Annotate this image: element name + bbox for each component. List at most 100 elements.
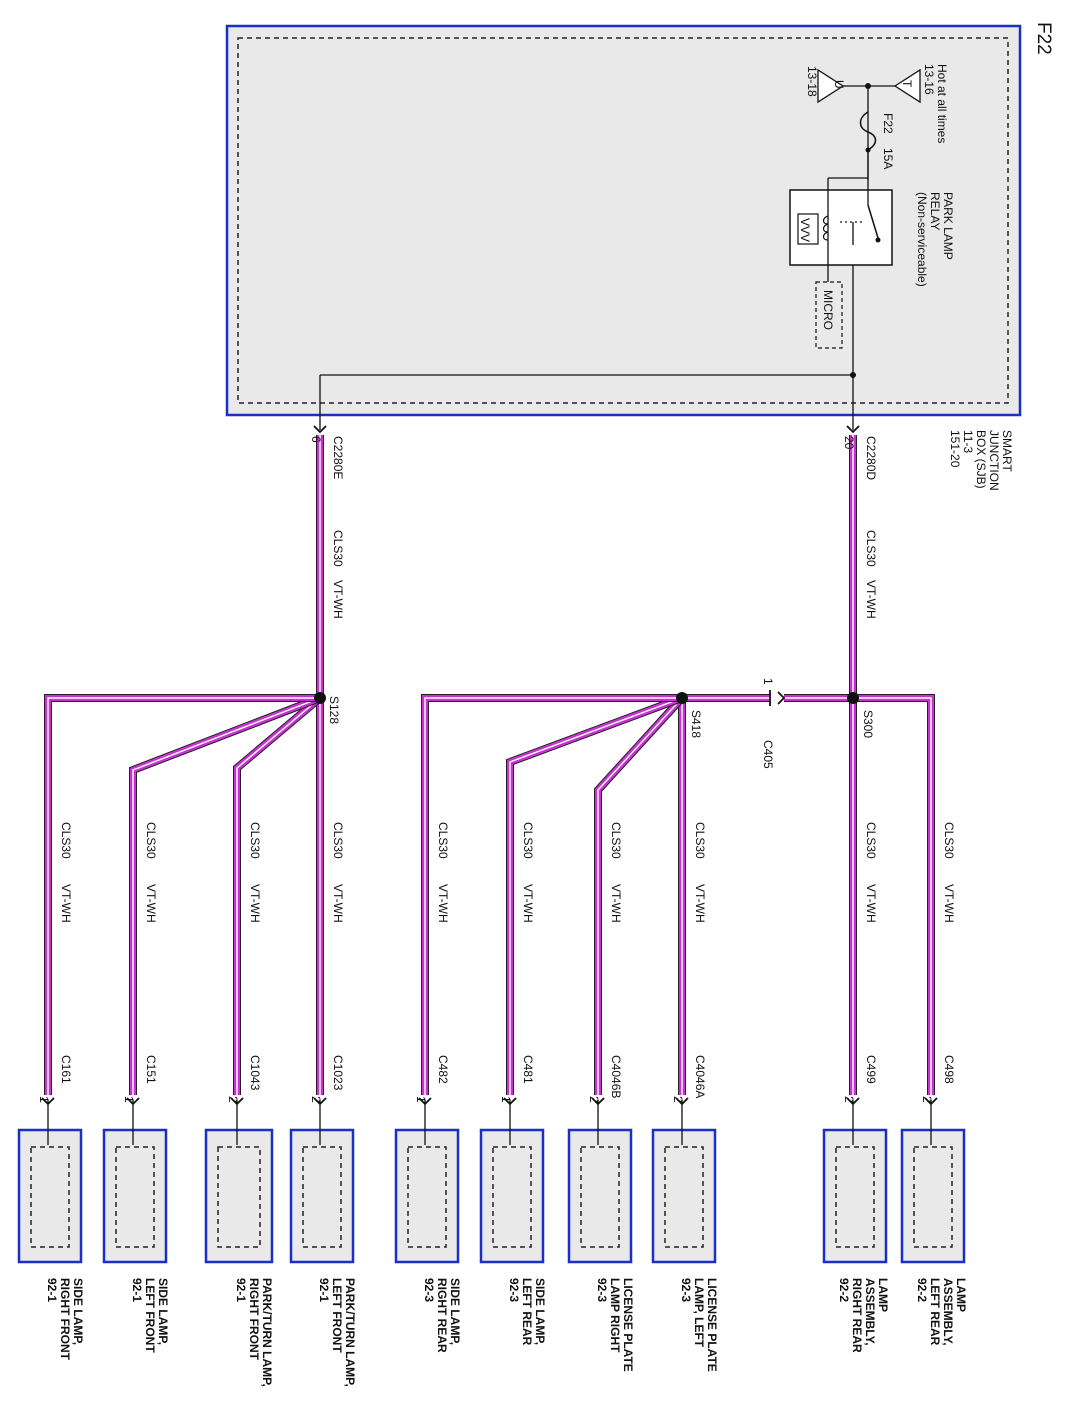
component-inner-dashed-c1023 <box>302 1146 342 1248</box>
component-box-c498 <box>900 1128 966 1264</box>
branch-wire-c161-outline <box>44 694 320 1095</box>
micro-label: MICRO <box>821 290 835 330</box>
connector-pin-icon-c498 <box>924 1097 938 1106</box>
branch-pin-label: 1 <box>37 1096 51 1103</box>
hot-label-line: Hot at all times <box>935 64 949 143</box>
branch-wire-c151 <box>130 695 322 1095</box>
component-label-line: 92-3 <box>679 1278 693 1302</box>
splice-label-s418: S418 <box>689 710 703 738</box>
sjb-connector-name: C2280E <box>331 436 345 479</box>
component-label-line: RIGHT REAR <box>850 1278 864 1353</box>
hot-label-line: 13-16 <box>922 64 936 95</box>
sjb-name-line: SMART <box>1000 430 1014 472</box>
component-box-c161 <box>17 1128 83 1264</box>
component-inner-dashed-c4046b <box>580 1146 620 1248</box>
branch-circuit-label: CLS30 <box>521 822 535 859</box>
component-box-c482 <box>394 1128 460 1264</box>
branch-pin-label: 2 <box>842 1096 856 1103</box>
sjb-name-line: JUNCTION <box>987 430 1001 491</box>
component-label-line: LAMP, LEFT <box>692 1278 706 1348</box>
connector-pin-icon-c4046a <box>675 1097 689 1106</box>
component-inner-dashed-c498 <box>913 1146 953 1248</box>
fuse-rating-label: 15A <box>881 148 895 169</box>
relay-switch-arm-icon <box>867 204 879 239</box>
component-inner-dashed-c161 <box>30 1146 70 1248</box>
component-label-line: SIDE LAMP, <box>71 1278 85 1345</box>
connector-pin-icon-c481 <box>503 1097 517 1106</box>
branch-wire-c1043-stripe <box>236 697 321 1095</box>
component-inner-dashed-c4046a <box>664 1146 704 1248</box>
splice-s418-dot <box>676 692 688 704</box>
branch-wire-c161 <box>45 695 320 1095</box>
splice-s128-dot <box>314 692 326 704</box>
branch-color-label: VT-WH <box>521 884 535 923</box>
branch-circuit-label: CLS30 <box>864 822 878 859</box>
connector-pin-icon-c482 <box>418 1097 432 1106</box>
c405-label: C405 <box>761 740 775 769</box>
branch-circuit-label: CLS30 <box>436 822 450 859</box>
component-label-line: LICENSE PLATE <box>621 1278 635 1372</box>
u-ref-label: 13-18 <box>805 66 819 97</box>
relay-contact-dot <box>875 237 881 243</box>
component-label-line: RIGHT FRONT <box>247 1278 261 1361</box>
component-label-line: 92-3 <box>595 1278 609 1302</box>
feed-wire-circuit: CLS30 <box>864 530 878 567</box>
splice-label-s300: S300 <box>861 710 875 738</box>
branch-color-label: VT-WH <box>436 884 450 923</box>
component-inner-dashed-c481 <box>492 1146 532 1248</box>
branch-pin-label: 2 <box>587 1096 601 1103</box>
symbols-layer <box>41 68 938 1145</box>
connector-pin-icon-c151 <box>126 1097 140 1106</box>
component-label-line: 92-1 <box>45 1278 59 1302</box>
power-source-u-icon <box>817 68 845 104</box>
branch-wire-c161-stripe <box>47 697 320 1095</box>
relay-coil-icon <box>797 213 819 245</box>
component-box-c151 <box>102 1128 168 1264</box>
branch-circuit-label: CLS30 <box>248 822 262 859</box>
branch-color-label: VT-WH <box>248 884 262 923</box>
component-box-c1023 <box>289 1128 355 1264</box>
branch-connector-label: C499 <box>864 1055 878 1084</box>
branch-color-label: VT-WH <box>864 884 878 923</box>
feed-wire-color: VT-WH <box>864 580 878 619</box>
splice-label-s128: S128 <box>327 696 341 724</box>
branch-connector-label: C4046A <box>693 1055 707 1098</box>
branch-pin-label: 1 <box>499 1096 513 1103</box>
power-t-label: T <box>900 80 914 88</box>
sjb-connector-name: C2280D <box>864 436 878 480</box>
component-label-line: 92-2 <box>837 1278 851 1302</box>
component-label-line: ASSEMBLY, <box>863 1278 877 1346</box>
branch-circuit-label: CLS30 <box>144 822 158 859</box>
wires-layer <box>44 435 935 1095</box>
connector-pin-icon-c499 <box>846 1097 860 1106</box>
micro-box <box>815 281 843 349</box>
c2280e-pin-icon <box>313 425 327 434</box>
branch-connector-label: C498 <box>942 1055 956 1084</box>
sjb-name-line: 11-3 <box>961 430 975 453</box>
sjb-bus-node-dot <box>850 372 856 378</box>
component-label-line: SIDE LAMP, <box>156 1278 170 1345</box>
component-label-line: LAMP <box>876 1278 890 1312</box>
branch-circuit-label: CLS30 <box>693 822 707 859</box>
branch-connector-label: C1043 <box>248 1055 262 1091</box>
relay-coil-symbol: VVV <box>798 218 812 242</box>
branch-color-label: VT-WH <box>144 884 158 923</box>
c2280d-pin-icon <box>846 425 860 434</box>
relay-coil-winding-icon <box>822 215 829 241</box>
feed-wire-color: VT-WH <box>331 580 345 619</box>
connector-pin-icon-c1023 <box>313 1097 327 1106</box>
component-box-c4046b <box>567 1128 633 1264</box>
component-label-line: 92-2 <box>915 1278 929 1302</box>
branch-pin-label: 2 <box>309 1096 323 1103</box>
branch-connector-label: C161 <box>59 1055 73 1084</box>
branch-pin-label: 2 <box>920 1096 934 1103</box>
component-label-line: LICENSE PLATE <box>705 1278 719 1372</box>
component-label-line: LAMP <box>954 1278 968 1312</box>
component-label-line: RIGHT REAR <box>435 1278 449 1353</box>
branch-circuit-label: CLS30 <box>942 822 956 859</box>
component-label-line: SIDE LAMP, <box>448 1278 462 1345</box>
power-source-t-icon <box>893 68 921 104</box>
